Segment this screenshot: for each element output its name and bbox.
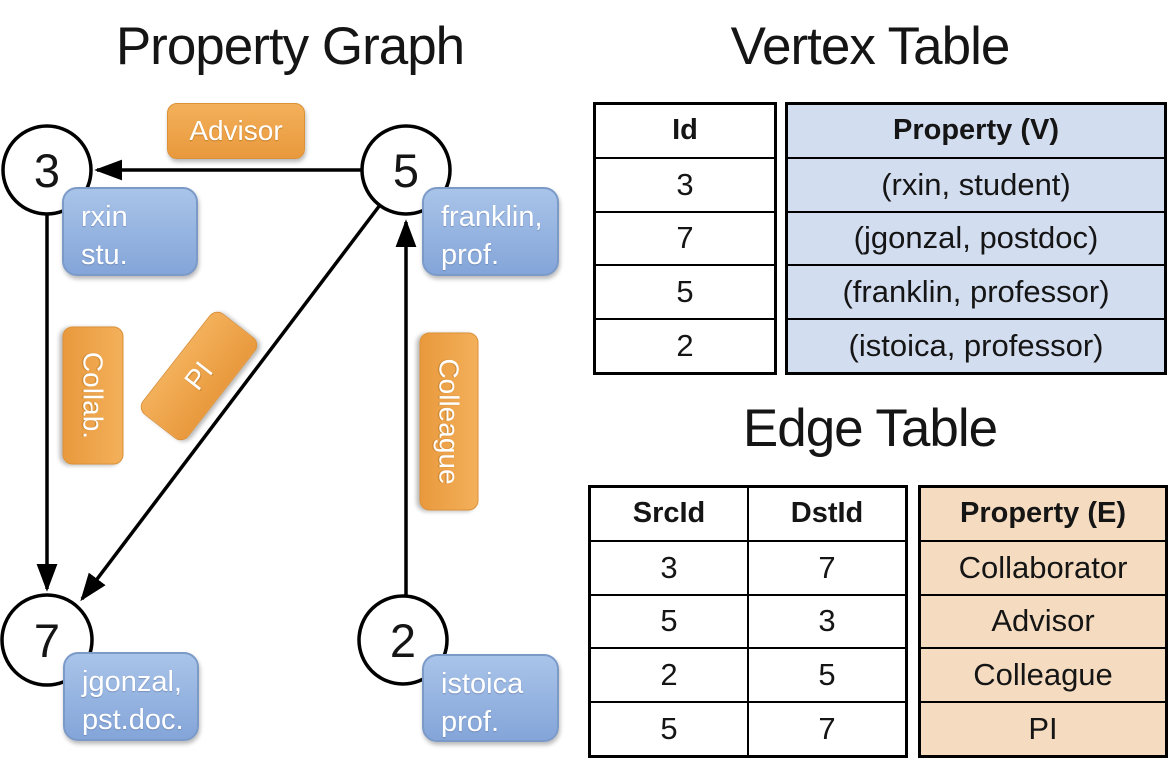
vertex-property-line: prof. [441,239,500,272]
vertex-property-cell: (jgonzal, postdoc) [788,212,1164,265]
edge-label-colleague: Colleague [419,332,479,511]
property-graph-title: Property Graph [115,17,465,76]
edge-arrow-5-to-7 [80,203,382,602]
edge-dstid-cell: 5 [747,649,905,702]
column-header-id: Id [672,114,698,147]
property-graph-panel: Property Graph 3 5 7 2 rxin stu. frankli… [0,17,559,742]
vertex-property-line: istoica [441,668,524,700]
vertex-id-cell: 3 [676,166,694,202]
vertex-property-box-7: jgonzal, pst.doc. [63,652,199,741]
edge-property-cell: Colleague [921,649,1165,702]
vertex-table-title: Vertex Table [730,17,1011,76]
edge-srcid-cell: 5 [660,603,678,639]
edge-property-cell: Advisor [921,595,1165,648]
column-header-srcid: SrcId [632,497,706,530]
edge-table-property-column: Property (E) Collaborator Advisor Collea… [918,485,1168,758]
node-label-2: 2 [389,613,417,667]
vertex-table-property-column: Property (V) (rxin, student) (jgonzal, p… [785,102,1167,375]
vertex-property-box-2: istoica prof. [422,654,559,742]
edge-table-id-columns: SrcId DstId 3 7 5 3 2 5 5 7 [588,485,908,758]
vertex-property-line: stu. [81,239,128,272]
node-label-5: 5 [392,143,420,197]
column-header-dstid: DstId [747,488,905,540]
edge-dstid-cell: 3 [747,595,905,648]
vertex-table-id-column: Id 3 7 5 2 [593,102,777,375]
edge-label-advisor: Advisor [167,103,305,159]
edge-label-collab: Collab. [62,326,124,465]
vertex-id-cell: 5 [676,274,694,310]
vertex-property-line: jgonzal, [82,666,182,698]
vertex-property-line: franklin, [441,201,543,233]
node-label-3: 3 [33,143,61,197]
vertex-property-cell: (rxin, student) [788,158,1164,211]
edge-property-cell: Collaborator [921,541,1165,594]
edge-dstid-cell: 7 [747,541,905,594]
vertex-property-line: prof. [441,706,500,739]
column-header-property-v: Property (V) [788,105,1164,157]
edge-srcid-cell: 2 [660,657,678,693]
edge-srcid-cell: 5 [660,711,678,747]
column-header-property-e: Property (E) [921,488,1165,540]
vertex-property-box-3: rxin stu. [62,187,198,276]
node-label-7: 7 [33,613,61,667]
vertex-property-cell: (istoica, professor) [788,320,1164,372]
edge-property-cell: PI [921,703,1165,755]
vertex-property-line: rxin [81,201,128,233]
vertex-property-cell: (franklin, professor) [788,266,1164,319]
vertex-id-cell: 7 [676,220,694,256]
edge-dstid-cell: 7 [747,703,905,755]
vertex-property-box-5: franklin, prof. [422,187,559,276]
vertex-id-cell: 2 [676,328,694,364]
edge-table-title: Edge Table [742,399,998,458]
vertex-property-line: pst.doc. [82,704,184,737]
edge-srcid-cell: 3 [660,549,678,585]
